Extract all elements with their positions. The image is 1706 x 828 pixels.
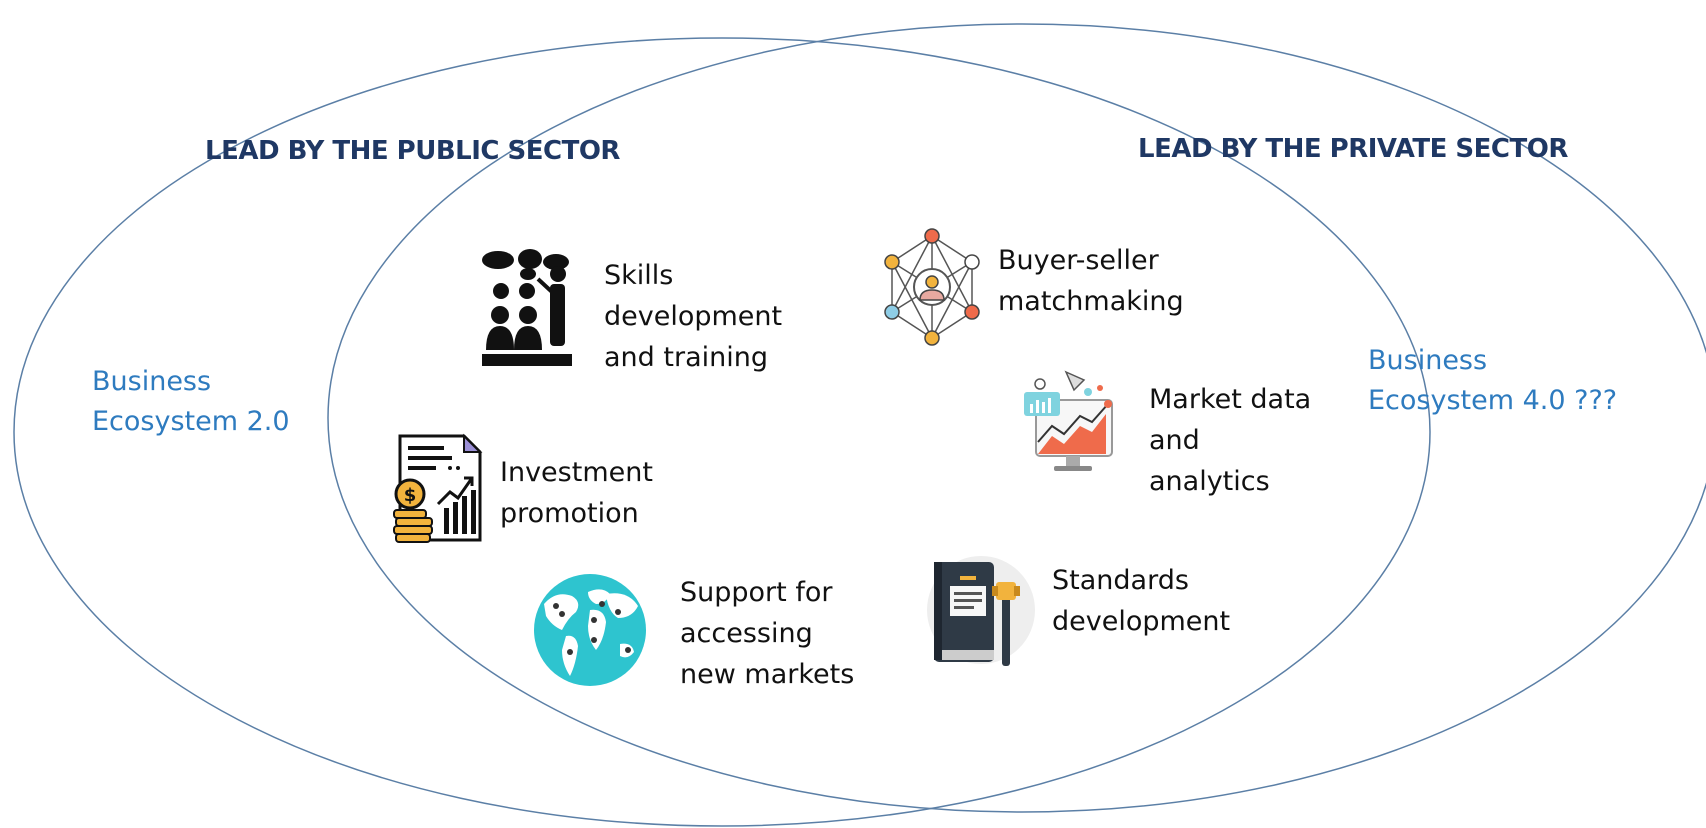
- markets-line-2: accessing: [680, 618, 813, 649]
- investment-promotion-label: Investment promotion: [500, 452, 653, 534]
- ecosystem-4-label: Business Ecosystem 4.0 ???: [1368, 341, 1617, 421]
- market-data-line-3: analytics: [1149, 466, 1270, 497]
- skills-line-3: and training: [604, 342, 768, 373]
- private-sector-heading: LEAD BY THE PRIVATE SECTOR: [1138, 134, 1568, 164]
- market-data-line-1: Market data: [1149, 384, 1312, 415]
- markets-line-3: new markets: [680, 659, 855, 690]
- skills-development-label: Skills development and training: [604, 255, 782, 378]
- private-sector-ellipse: [327, 23, 1706, 813]
- investment-report-icon: $: [393, 433, 483, 543]
- skills-line-1: Skills: [604, 260, 674, 291]
- world-map-icon: [534, 574, 646, 686]
- public-sector-heading: LEAD BY THE PUBLIC SECTOR: [205, 136, 620, 166]
- ecosystem-2-line-1: Business: [92, 366, 212, 397]
- analytics-screen-icon: [1024, 370, 1113, 471]
- public-sector-ellipse: [13, 37, 1431, 827]
- market-data-label: Market data and analytics: [1149, 379, 1311, 502]
- matchmaking-label: Buyer-seller matchmaking: [998, 240, 1184, 322]
- presentation-audience-icon: [482, 249, 572, 366]
- investment-line-2: promotion: [500, 498, 639, 529]
- investment-line-1: Investment: [500, 457, 653, 488]
- law-book-gavel-icon: [927, 556, 1035, 666]
- standards-line-1: Standards: [1052, 565, 1189, 596]
- ecosystem-4-line-2: Ecosystem 4.0 ???: [1368, 385, 1618, 416]
- svg-text:$: $: [404, 485, 417, 506]
- standards-line-2: development: [1052, 606, 1231, 637]
- standards-label: Standards development: [1052, 560, 1230, 642]
- skills-line-2: development: [604, 301, 783, 332]
- ecosystem-2-line-2: Ecosystem 2.0: [92, 406, 290, 437]
- ecosystem-4-line-1: Business: [1368, 345, 1488, 376]
- matchmaking-line-2: matchmaking: [998, 286, 1184, 317]
- market-data-line-2: and: [1149, 425, 1200, 456]
- matchmaking-line-1: Buyer-seller: [998, 245, 1159, 276]
- markets-support-label: Support for accessing new markets: [680, 572, 854, 695]
- network-person-icon: [884, 228, 980, 346]
- ecosystem-2-label: Business Ecosystem 2.0: [92, 362, 290, 442]
- markets-line-1: Support for: [680, 577, 833, 608]
